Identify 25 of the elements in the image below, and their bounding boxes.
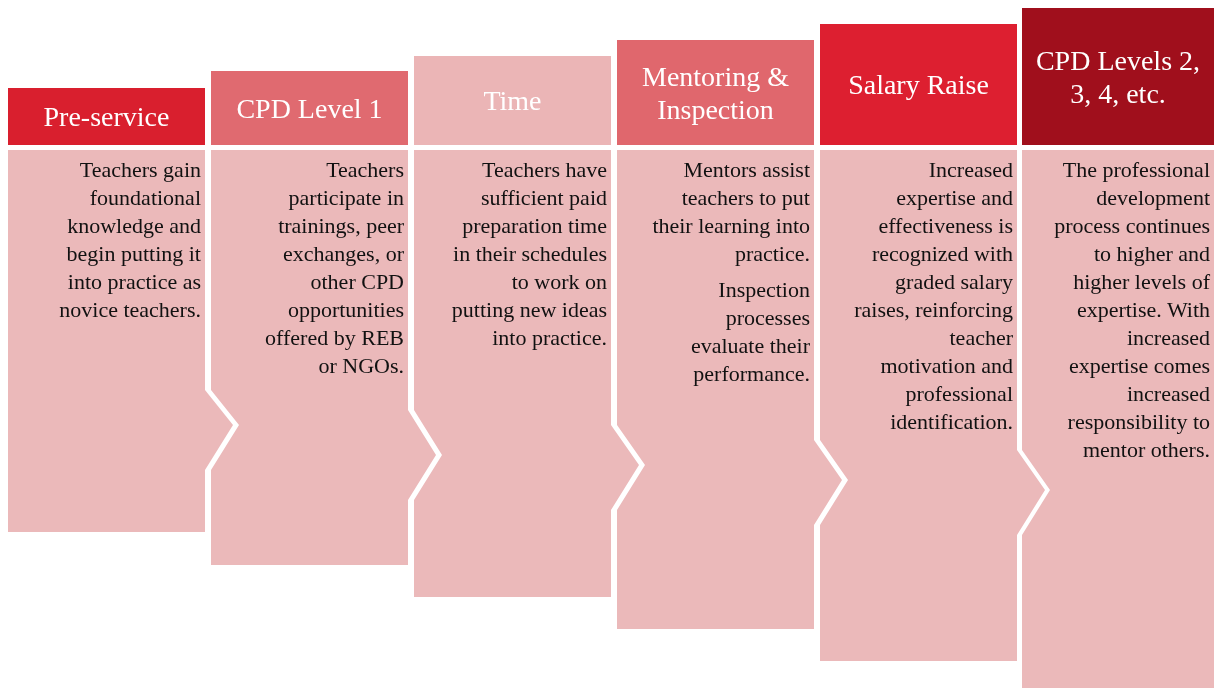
step-header (414, 56, 611, 145)
chevron-panel (617, 150, 842, 629)
chevron-panel (1022, 150, 1214, 688)
step-header (617, 40, 814, 145)
step-header (8, 88, 205, 145)
step-description: Teachers have sufficient paid preparation time in their schedules to work on putting new ideas into practice. (450, 156, 607, 352)
step-header (211, 71, 408, 145)
step-header (1022, 8, 1214, 145)
step-title: Time (483, 84, 542, 117)
step-description: Teachers gain foundational knowledge and begin putting it into practice as novice teachers. (58, 156, 201, 324)
step-title: Mentoring & Inspection (641, 59, 790, 126)
step-description: Mentors assist teachers to put their learning into practice. (651, 156, 810, 268)
chevron-panel (211, 150, 436, 565)
step-description: Increased expertise and effectiveness is recognized with graded salary raises, reinforcing teacher motivation and professional identification. (853, 156, 1013, 436)
chevron-panel (820, 150, 1045, 661)
step-header (820, 24, 1017, 145)
step-title: Salary Raise (848, 68, 989, 101)
step-title: Pre-service (43, 100, 170, 133)
step-title: CPD Level 1 (236, 91, 383, 125)
chevron-panel (414, 150, 639, 597)
step-description: Inspection processes evaluate their performance. (689, 276, 810, 388)
step-title: CPD Levels 2, 3, 4, etc. (1034, 43, 1202, 110)
chevron-panel (8, 150, 233, 532)
step-description: The professional development process continues to higher and higher levels of expertise. With increased expertise comes increased responsibility to mentor others. (1054, 156, 1210, 464)
step-description: Teachers participate in trainings, peer exchanges, or other CPD opportunities offered by REB or NGOs. (264, 156, 404, 380)
